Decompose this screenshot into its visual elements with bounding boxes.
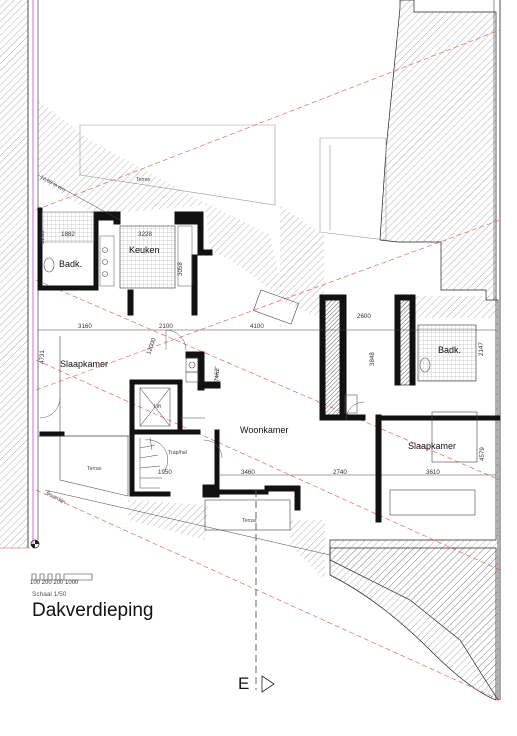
dimension-1882: 1882 [61,231,75,238]
dimension-3848: 3848 [369,352,376,366]
dimension-4100: 4100 [250,323,264,330]
dimension-3058: 3058 [177,262,184,276]
scale-label: Schaal 1/50 [32,591,67,598]
room-label-slaapkamer-left: Slaapkamer [60,359,108,369]
wall-hatch [324,299,411,416]
room-label-badk-left: Badk. [59,259,82,269]
dimension-3228: 3228 [138,231,152,238]
dimension-3460: 3460 [241,469,255,476]
dimension-4579: 4579 [479,447,486,461]
scale-bar [31,573,93,581]
room-label-terras-bottom: Terras [242,518,257,524]
dimension-4731: 4731 [39,350,46,364]
dimension-12000: 12000 [145,337,158,356]
dimension-2147: 2147 [478,342,485,356]
interior-lines [38,289,496,531]
scale-numbers: 100 200 200 1000 [30,580,79,586]
room-label-keuken: Keuken [129,245,160,255]
dimension-3610: 3610 [426,469,440,476]
room-label-terras-top: Terras [136,177,151,183]
origin-marker [30,539,40,549]
room-label-woonkamer: Woonkamer [240,425,288,435]
dimension-2100: 2100 [159,323,173,330]
room-label-trap: Trap/hal [168,450,187,456]
direction-label: E [238,674,250,693]
dimension-1950: 1950 [158,469,172,476]
room-label-badk-right: Badk. [438,345,461,355]
dimension-2600: 2600 [357,313,371,320]
room-label-terras-left: Terras [87,466,102,472]
door-swings [39,329,365,459]
dimension-3160: 3160 [78,323,92,330]
dimension-3209: 3209 [39,230,46,244]
label-bovenlijn: Bovenlijn [45,490,67,505]
room-label-lift: Lift [154,404,161,410]
room-label-slaapkamer-right: Slaapkamer [408,441,456,451]
plan-title: Dakverdieping [32,600,154,621]
right-boundary-wall [329,0,501,702]
walls [37,207,501,523]
stair [139,437,169,489]
fixtures [43,247,431,427]
tiled-areas [41,211,477,382]
left-boundary-wall [0,0,39,549]
dimension-7462: 7462 [214,368,221,382]
dimension-2740: 2740 [333,469,347,476]
section-line [37,174,331,693]
